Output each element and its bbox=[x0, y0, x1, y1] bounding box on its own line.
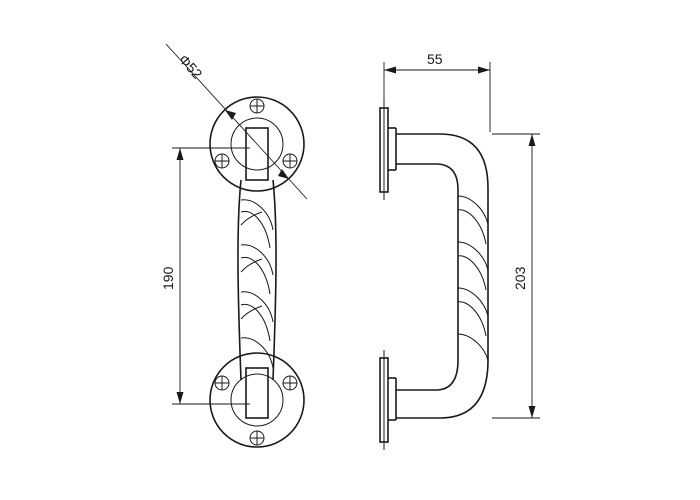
side-height-label: 203 bbox=[512, 266, 528, 290]
screw-hole-top bbox=[249, 98, 265, 114]
projection-dimension: 55 bbox=[383, 51, 491, 132]
side-top-plate bbox=[379, 100, 397, 200]
screw-hole-left bbox=[214, 153, 230, 169]
screw-hole-lower-right bbox=[282, 375, 298, 391]
side-view: 55 203 bbox=[379, 51, 540, 450]
front-height-label: 190 bbox=[160, 266, 176, 290]
screw-hole-right bbox=[282, 153, 298, 169]
front-height-dimension: 190 bbox=[160, 147, 250, 405]
twisted-grip bbox=[237, 179, 277, 381]
front-view: Φ52 190 bbox=[160, 43, 308, 448]
side-bottom-plate bbox=[379, 350, 397, 450]
top-rose-plate bbox=[209, 96, 305, 192]
screw-hole-bottom bbox=[249, 430, 265, 446]
diameter-label: Φ52 bbox=[176, 51, 206, 82]
side-handle-body bbox=[396, 133, 489, 419]
projection-label: 55 bbox=[427, 51, 443, 67]
screw-hole-lower-left bbox=[214, 375, 230, 391]
side-height-dimension: 203 bbox=[492, 133, 540, 419]
diameter-dimension: Φ52 bbox=[165, 43, 308, 200]
bottom-rose-plate bbox=[209, 352, 305, 448]
